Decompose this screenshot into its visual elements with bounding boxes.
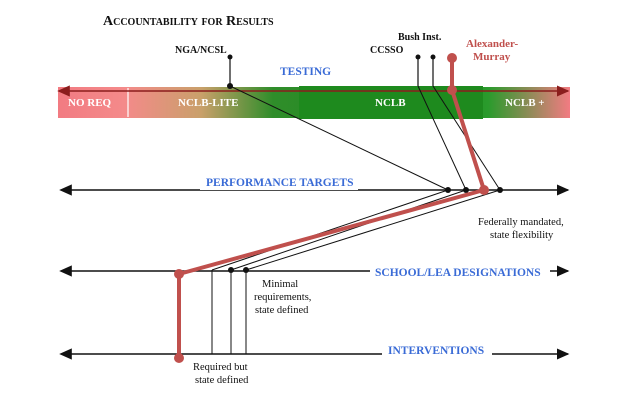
bush-dot-top: [430, 54, 436, 60]
school-lea-label: SCHOOL/LEA DESIGNATIONS: [375, 267, 541, 279]
note-federal-2: state flexibility: [490, 230, 554, 241]
nga-dot-top: [227, 54, 233, 60]
note-minimal-1: Minimal: [262, 279, 298, 290]
am-to-designations: [178, 188, 485, 276]
band-nclb-plus: NCLB +: [505, 97, 545, 109]
alexander-murray-label-2: Murray: [473, 51, 511, 63]
testing-label: TESTING: [280, 66, 331, 78]
note-minimal-2: requirements,: [254, 292, 311, 303]
interventions-label-bg: [382, 345, 492, 357]
diagram-title: Accountability for Results: [103, 14, 274, 29]
am-dot-top: [447, 53, 457, 63]
interventions-label: INTERVENTIONS: [388, 345, 484, 357]
band-nclb-lite: NCLB-LITE: [178, 97, 239, 109]
note-required-2: state defined: [195, 375, 249, 386]
am-dot-interventions: [174, 353, 184, 363]
band-no-req: NO REQ: [68, 97, 112, 109]
bush-inst-label: Bush Inst.: [398, 32, 442, 43]
nga-to-designations: [211, 189, 449, 271]
ccsso-label: CCSSO: [370, 45, 404, 56]
am-to-targets: [450, 89, 486, 191]
band-nclb: NCLB: [375, 97, 406, 109]
note-federal-1: Federally mandated,: [478, 217, 564, 228]
performance-targets-label: PERFORMANCE TARGETS: [206, 177, 354, 189]
note-required-1: Required but: [193, 362, 248, 373]
bush-to-designations: [245, 189, 501, 271]
ccsso-to-targets: [417, 85, 467, 191]
performance-label-bg: [200, 176, 358, 190]
note-minimal-3: state defined: [255, 305, 309, 316]
designations-label-bg: [370, 266, 550, 278]
ccsso-to-designations: [230, 189, 467, 271]
nga-ncsl-label: NGA/NCSL: [175, 45, 227, 56]
ccsso-dot-top: [415, 54, 421, 60]
nga-to-targets: [229, 85, 449, 191]
alexander-murray-label-1: Alexander-: [466, 38, 518, 50]
